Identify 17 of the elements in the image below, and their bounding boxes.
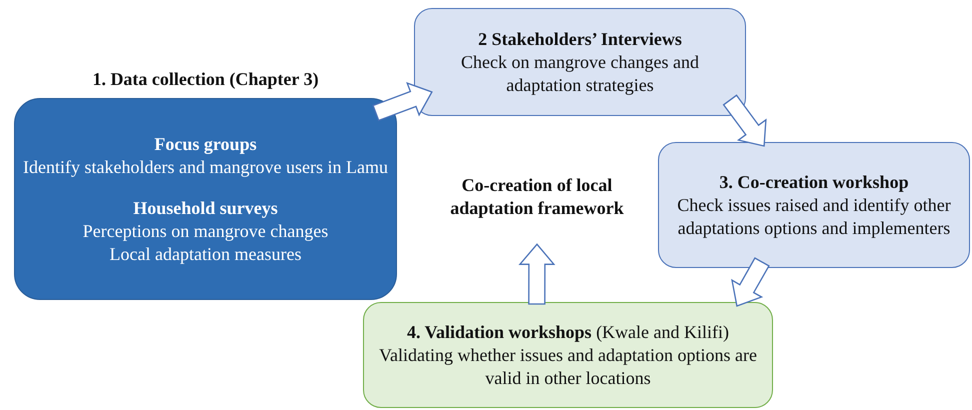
block-arrow bbox=[731, 257, 770, 307]
method-description: Identify stakeholders and mangrove users in Lamu bbox=[22, 156, 389, 178]
method-description: Perceptions on mangrove changes bbox=[82, 220, 330, 242]
step-heading: 2 Stakeholders’ Interviews bbox=[477, 28, 683, 50]
step-description: Validating whether issues and adaptation options are valid in other locations bbox=[378, 344, 758, 390]
step-heading: 4. Validation workshops (Kwale and Kilifi) bbox=[406, 320, 730, 344]
block-arrow bbox=[722, 94, 767, 147]
method-description: Local adaptation measures bbox=[108, 242, 302, 266]
step-description: Check on mangrove changes and adaptation strategies bbox=[460, 50, 700, 96]
method-heading: Focus groups bbox=[153, 132, 258, 156]
framework-label: Co-creation of local adaptation framework bbox=[449, 174, 625, 220]
method-heading: Household surveys bbox=[132, 196, 279, 220]
block-arrow bbox=[372, 82, 433, 122]
block-arrow bbox=[518, 243, 556, 305]
step-description: Check issues raised and identify other adaptations options and implementers bbox=[676, 194, 952, 240]
section-heading: 1. Data collection (Chapter 3) bbox=[91, 68, 320, 91]
step-heading: 3. Co-creation workshop bbox=[718, 170, 910, 194]
